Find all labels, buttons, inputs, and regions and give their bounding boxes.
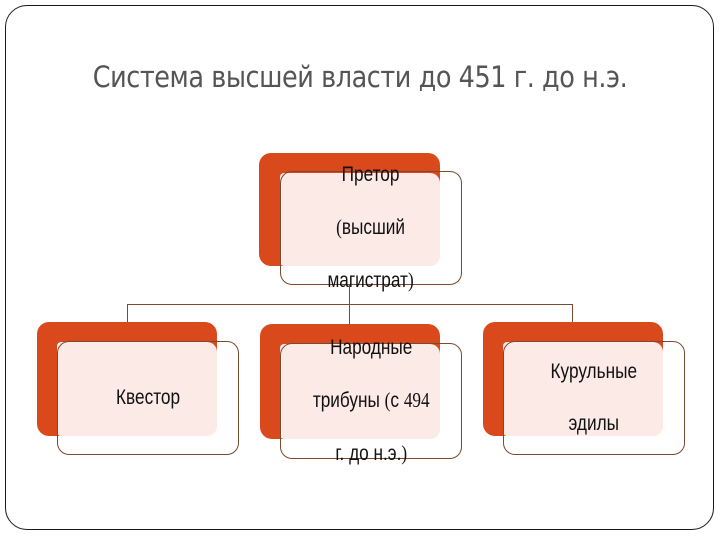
node-label-line: Претор [342, 163, 400, 186]
connector-middle-down [349, 304, 350, 324]
node-label: Квестор [116, 359, 180, 437]
connector-right-down [572, 304, 573, 322]
node-overlap-fill [503, 342, 663, 436]
connector-horizontal [127, 304, 573, 305]
node-label: Народные трибуны (с 494 г. до н.э.) [313, 309, 430, 493]
node-card: Квестор [57, 341, 239, 455]
slide-title: Система высшей власти до 451 г. до н.э. [92, 60, 628, 94]
connector-left-down [127, 304, 128, 322]
node-label-line: магистрат) [327, 268, 415, 292]
node-label: Курульные эдилы [551, 333, 638, 463]
node-overlap-fill [280, 344, 440, 439]
node-label-line: Квестор [115, 386, 181, 409]
slide-frame [5, 5, 714, 530]
node-overlap-fill [280, 173, 440, 266]
node-label-line: трибуны (с 494 [312, 388, 430, 412]
node-label: Претор (высший магистрат) [328, 136, 414, 320]
node-overlap-fill [57, 342, 217, 436]
node-card: Народные трибуны (с 494 г. до н.э.) [280, 336, 462, 465]
node-label-line: (высший [336, 215, 406, 239]
node-label-line: Курульные [550, 360, 638, 383]
node-card: Претор (высший магистрат) [280, 163, 462, 292]
connector-root-down [349, 285, 350, 304]
node-label-line: эдилы [568, 412, 620, 435]
node-label-line: г. до н.э.) [335, 441, 407, 465]
node-card: Курульные эдилы [503, 341, 685, 455]
node-label-line: Народные [329, 336, 413, 359]
